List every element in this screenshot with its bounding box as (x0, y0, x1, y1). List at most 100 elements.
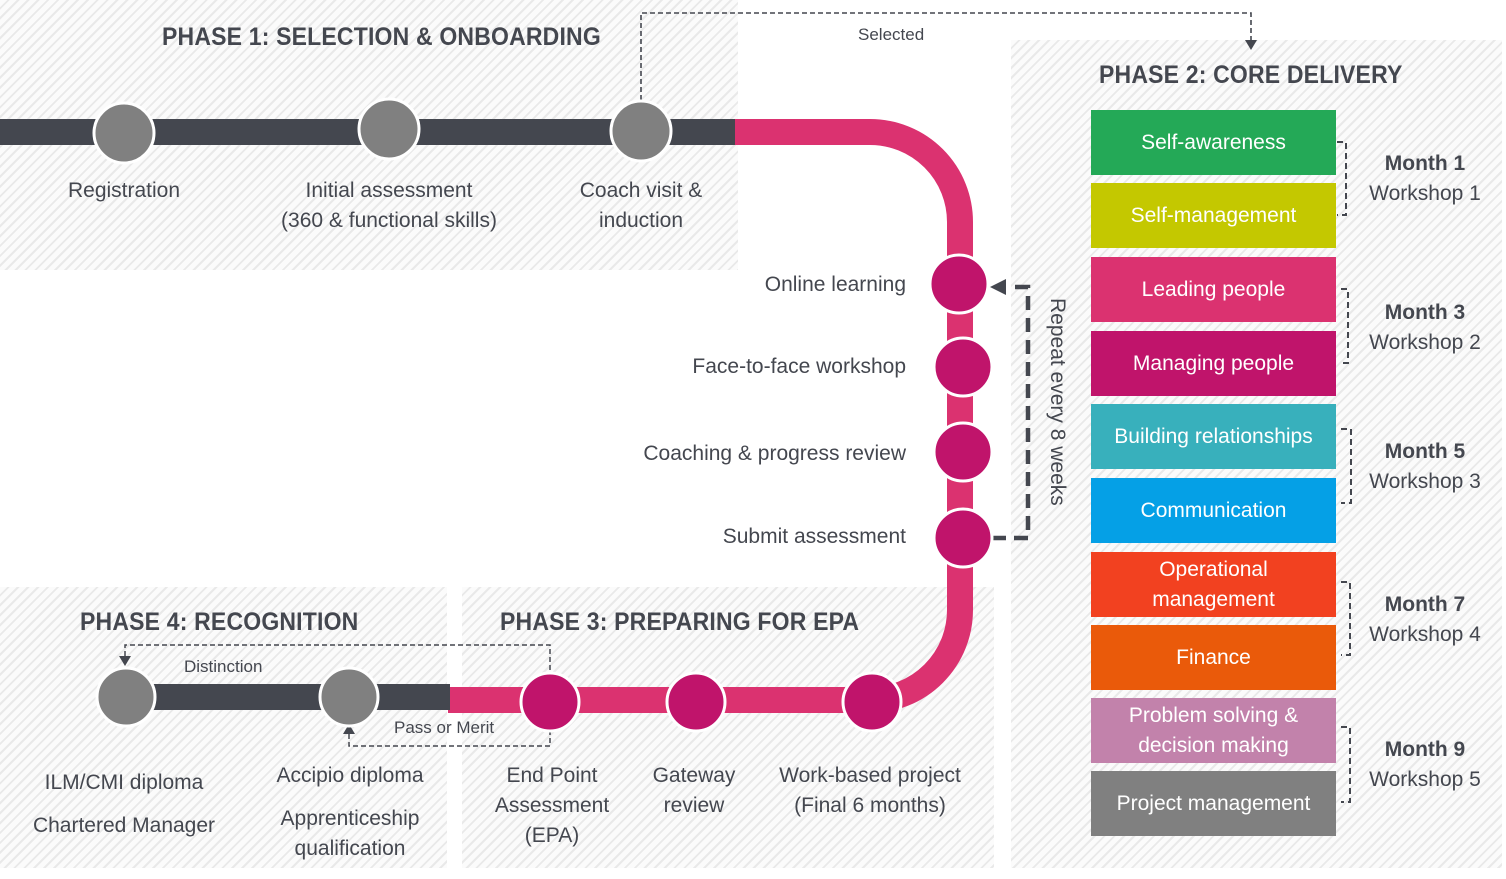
step-label-initial-assessment: Initial assessment (360 & functional ski… (239, 176, 539, 236)
step-label-line: review (663, 794, 725, 817)
step-label-line: Accipio diploma (276, 764, 424, 787)
repeat-arrow-icon (990, 279, 1006, 295)
month-label: Month 3 (1384, 301, 1466, 324)
node-ilm-cmi-diploma (95, 666, 157, 728)
node-gateway-review (665, 671, 727, 733)
cycle-label-coaching-review: Coaching & progress review (643, 442, 906, 465)
module-label-line: Finance (1176, 645, 1251, 669)
node-coach-visit (609, 99, 673, 163)
step-label-line: induction (598, 209, 684, 232)
node-epa (519, 671, 581, 733)
node-initial-assessment (357, 97, 421, 161)
module-self-awareness: Self-awareness (1091, 110, 1336, 175)
step-label-line: Chartered Manager (32, 814, 216, 837)
workshop-5-label: Month 9 Workshop 5 (1360, 735, 1490, 795)
step-label-line: Apprenticeship (280, 807, 420, 830)
bracket-month-5 (1341, 428, 1352, 504)
module-communication: Communication (1091, 478, 1336, 543)
module-label-line: Problem solving & (1128, 703, 1299, 727)
module-self-management: Self-management (1091, 183, 1336, 248)
module-label-line: Self-management (1130, 203, 1297, 227)
module-managing-people: Managing people (1091, 331, 1336, 396)
workshop-1-label: Month 1 Workshop 1 (1360, 149, 1490, 209)
step-label-registration: Registration (24, 176, 224, 206)
distinction-connector (124, 644, 551, 670)
module-label-line: Project management (1116, 791, 1311, 815)
module-operational-management: Operational management (1091, 552, 1336, 617)
workshop-label: Workshop 3 (1369, 470, 1481, 493)
workshop-label: Workshop 5 (1369, 768, 1481, 791)
repeat-loop-connector (992, 284, 1031, 541)
repeat-label: Repeat every 8 weeks (1046, 298, 1069, 506)
selected-arrow-icon (1245, 40, 1257, 50)
step-label-work-based-project: Work-based project (Final 6 months) (760, 761, 980, 821)
bracket-month-1 (1337, 141, 1347, 216)
month-label: Month 1 (1384, 152, 1466, 175)
phase4-panel (0, 587, 447, 868)
bracket-month-9 (1341, 726, 1351, 803)
cycle-label-online-learning: Online learning (764, 273, 906, 296)
node-work-based-project (841, 671, 903, 733)
phase2-title: PHASE 2: CORE DELIVERY (1099, 61, 1403, 89)
pass-merit-label: Pass or Merit (394, 718, 495, 737)
node-registration (92, 101, 156, 165)
workshop-label: Workshop 2 (1369, 331, 1481, 354)
pass-merit-arrow-icon (343, 724, 355, 734)
phase1-title: PHASE 1: SELECTION & ONBOARDING (162, 23, 601, 51)
module-label-line: Communication (1140, 498, 1287, 522)
step-label-line: Initial assessment (305, 179, 473, 202)
month-label: Month 7 (1384, 593, 1466, 616)
cycle-label-face-to-face: Face-to-face workshop (692, 355, 906, 378)
module-label-line: management (1152, 587, 1275, 611)
workshop-2-label: Month 3 Workshop 2 (1360, 298, 1490, 358)
selected-connector (640, 12, 1252, 100)
step-label-line: (360 & functional skills) (281, 209, 497, 232)
node-coaching-review (932, 421, 994, 483)
step-label-gateway-review: Gateway review (632, 761, 756, 821)
module-problem-solving: Problem solving & decision making (1091, 698, 1336, 763)
phase4-title: PHASE 4: RECOGNITION (80, 608, 359, 636)
module-label-line: Leading people (1141, 277, 1286, 301)
module-label-line: Operational (1159, 557, 1268, 581)
node-accipio-diploma (318, 666, 380, 728)
module-project-management: Project management (1091, 771, 1336, 836)
phase4-track (120, 684, 450, 710)
step-label-line: Work-based project (779, 764, 961, 787)
core-delivery-track (448, 119, 973, 713)
selected-label: Selected (858, 25, 925, 44)
month-label: Month 9 (1384, 738, 1466, 761)
step-label-coach-visit: Coach visit & induction (541, 176, 741, 236)
node-submit-assessment (932, 507, 994, 569)
step-label-line: (EPA) (524, 824, 580, 847)
pass-merit-connector (348, 730, 551, 747)
cycle-label-submit-assessment: Submit assessment (722, 525, 906, 548)
step-label-epa: End Point Assessment (EPA) (482, 761, 622, 851)
module-leading-people: Leading people (1091, 257, 1336, 322)
module-finance: Finance (1091, 625, 1336, 690)
workshop-label: Workshop 4 (1369, 623, 1481, 646)
step-label-line: Assessment (494, 794, 610, 817)
workshop-label: Workshop 1 (1369, 182, 1481, 205)
distinction-arrow-icon (119, 656, 131, 666)
phase3-title: PHASE 3: PREPARING FOR EPA (500, 608, 860, 636)
bracket-month-3 (1341, 288, 1349, 364)
module-building-relationships: Building relationships (1091, 404, 1336, 469)
node-face-to-face (932, 336, 994, 398)
workshop-4-label: Month 7 Workshop 4 (1360, 590, 1490, 650)
distinction-label: Distinction (184, 657, 263, 676)
step-label-line: End Point (506, 764, 598, 787)
step-label-ilm-cmi: ILM/CMI diploma Chartered Manager (14, 761, 234, 847)
step-label-line: qualification (294, 837, 406, 860)
month-brackets (1337, 141, 1352, 803)
month-label: Month 5 (1384, 440, 1466, 463)
step-label-accipio: Accipio diploma Apprenticeship qualifica… (250, 761, 450, 864)
module-label-line: Building relationships (1114, 424, 1313, 448)
module-label-line: decision making (1138, 733, 1289, 757)
step-label-line: ILM/CMI diploma (44, 771, 204, 794)
workshop-3-label: Month 5 Workshop 3 (1360, 437, 1490, 497)
step-label-line: Registration (67, 179, 181, 202)
step-label-line: Coach visit & (579, 179, 703, 202)
module-label-line: Managing people (1132, 351, 1295, 375)
step-label-line: Gateway (652, 764, 736, 787)
